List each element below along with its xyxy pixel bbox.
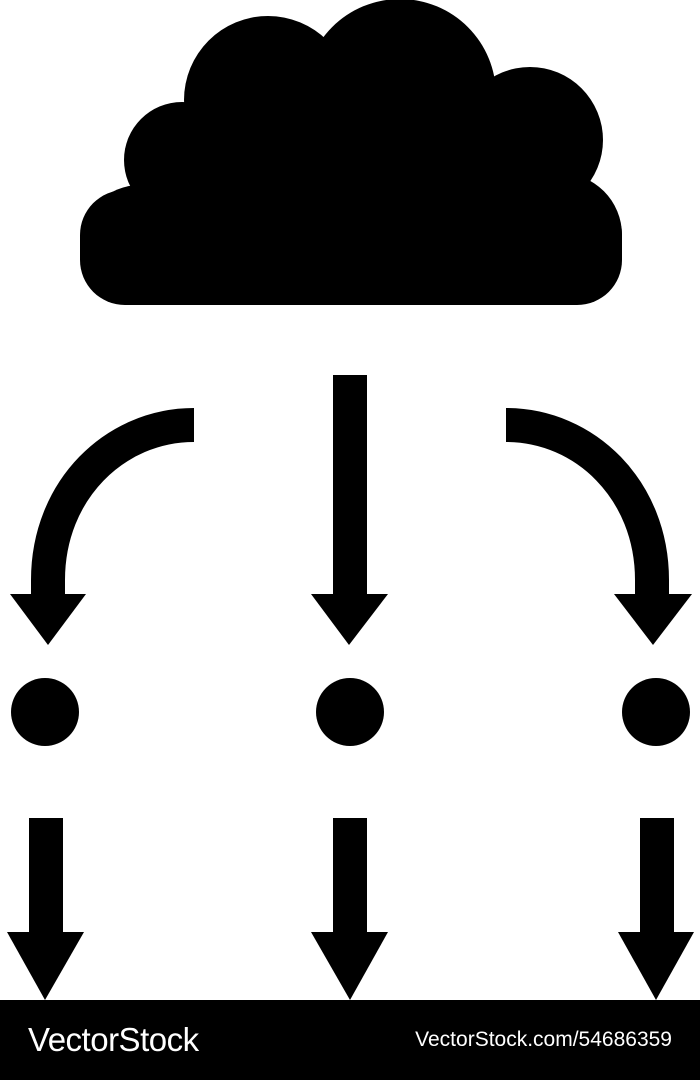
down-arrow-right-icon [618,818,694,1000]
curved-arrow-left-icon [10,408,195,645]
stock-image-id: VectorStock.com/54686359 [415,1028,672,1051]
node-dot-left [11,678,79,746]
curved-arrow-right-icon [505,408,692,645]
node-dot-center [316,678,384,746]
down-arrow-left-icon [7,818,84,1000]
straight-arrow-down-center-icon [311,375,388,645]
node-dot-right [622,678,690,746]
vectorstock-logo-text: VectorStock [28,1021,199,1058]
cloud-distribution-icon [7,0,694,1000]
node-dots [11,678,690,746]
cloud-icon [80,0,622,305]
watermark-footer: VectorStock VectorStock.com/54686359 [0,1000,700,1080]
down-arrow-center-icon [311,818,388,1000]
